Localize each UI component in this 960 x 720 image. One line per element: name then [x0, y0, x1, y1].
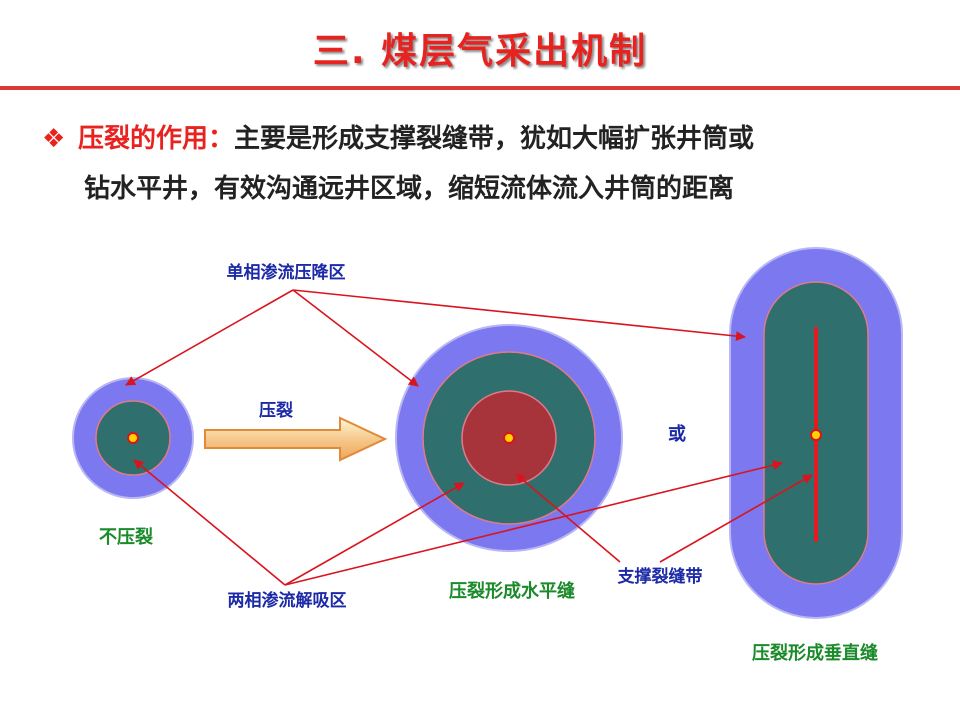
pointer-arrow [284, 482, 465, 586]
horizontal-frac-well [395, 324, 623, 552]
label-horizontal-frac: 压裂形成水平缝 [449, 580, 575, 602]
label-single-phase: 单相渗流压降区 [227, 262, 346, 283]
bullet-line1: 主要是形成支撑裂缝带，犹如大幅扩张井筒或 [234, 124, 755, 154]
label-frac-arrow: 压裂 [259, 400, 293, 421]
wellbore-icon [810, 429, 822, 441]
diamond-bullet-icon: ❖ [42, 124, 66, 154]
pointer-arrow [125, 289, 294, 386]
pointer-arrow [284, 460, 783, 586]
frac-arrow-icon [204, 416, 388, 462]
label-proppant: 支撑裂缝带 [618, 566, 703, 587]
single-phase-pointers [125, 289, 746, 387]
bullet-paragraph: ❖ 压裂的作用：主要是形成支撑裂缝带，犹如大幅扩张井筒或 [42, 116, 942, 162]
wellbore-icon [503, 432, 515, 444]
pointer-arrow [659, 474, 813, 563]
pointer-arrow [292, 289, 419, 387]
pointer-arrow [133, 459, 286, 586]
label-no-frac: 不压裂 [99, 527, 153, 548]
bullet-line2: 钻水平井，有效沟通远井区域，缩短流体流入井筒的距离 [84, 174, 735, 204]
label-or: 或 [668, 423, 686, 445]
page-title: 三. 煤层气采出机制 [312, 31, 648, 72]
wellbore-icon [127, 432, 139, 444]
proppant-pointers [515, 473, 813, 563]
frac-arrow [204, 416, 388, 462]
label-two-phase: 两相渗流解吸区 [228, 590, 347, 611]
bullet-colon: ： [208, 124, 235, 154]
title-divider [0, 86, 960, 90]
pointer-arrow [292, 289, 746, 342]
label-vertical-frac: 压裂形成垂直缝 [752, 642, 878, 664]
bullet-lead: 压裂的作用 [78, 124, 209, 154]
pointer-arrow [515, 473, 621, 563]
no-frac-well [72, 377, 194, 499]
vertical-frac-well [729, 247, 903, 619]
two-phase-pointers [133, 459, 783, 586]
